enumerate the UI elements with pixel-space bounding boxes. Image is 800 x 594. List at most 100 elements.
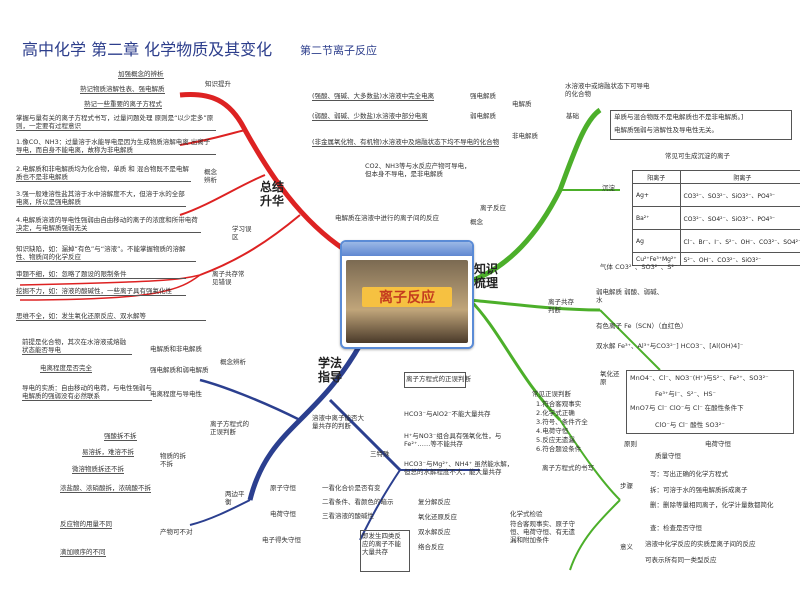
branch-method: 学法指导 xyxy=(318,356,343,384)
misc-0: 反应物的用量不同 xyxy=(60,520,112,529)
study-label: 学习误区 xyxy=(232,225,252,241)
precip-label: 沉淀 xyxy=(602,184,615,192)
cation-cell: Ag+ xyxy=(632,183,681,207)
tc-item-1: (弱酸、弱碱、少数盐)水溶液中部分电离 xyxy=(312,112,428,121)
stuff-0: 强酸拆不拆 xyxy=(104,432,137,441)
concept-node: 概念 xyxy=(470,218,483,226)
lt-item-3: 掌握与量有关的离子方程式书写，过量问题处理 原则是“以少定多”原则，一定要有过程… xyxy=(16,114,216,131)
both-1: 电荷守恒 xyxy=(270,510,296,518)
lb-right-0: 电解质和非电解质 xyxy=(150,345,202,353)
double-hydrolysis: 双水解 Fe³⁺、Al³⁺与CO3²⁻] HCO3⁻、[Al(OH)4]⁻ xyxy=(596,342,744,350)
notes-title: 离子方程式的正误判断 xyxy=(210,420,249,436)
center-label: 离子反应 xyxy=(379,290,435,306)
weak-item-2: HCO3⁻与Mg²⁺、NH4⁺ 虽然能水解，但总的水解程度不大，能大量共存 xyxy=(404,460,514,476)
page-subtitle: 第二节离子反应 xyxy=(300,44,377,57)
react-box xyxy=(360,530,410,572)
both-sides-label: 两边平衡 xyxy=(225,490,245,506)
meaning: 溶液中化学反应的实质是离子间的反应 xyxy=(645,540,756,548)
table-row: Ag Cl⁻、Br⁻、I⁻、S²⁻、OH⁻、CO3²⁻、SO4²⁻ xyxy=(632,229,800,253)
basis-note-2: 电解质强弱与溶解性及导电性无关。 xyxy=(614,126,718,134)
center-node: 离子反应 xyxy=(340,240,474,349)
check-label: 化学式检验 xyxy=(510,510,543,518)
step-1: 拆：可溶于水的强电解质拆成离子 xyxy=(650,486,748,494)
ion-eq-check: 离子方程式的正误判断 xyxy=(406,375,471,383)
center-node-header xyxy=(342,242,472,256)
stuff-3: 浓盐酸、浓硝酸拆，浓硫酸不拆 xyxy=(60,484,151,493)
misc-1: 滴加顺序的不同 xyxy=(60,548,106,557)
strong-electrolyte: 强电解质 xyxy=(470,92,496,100)
anion-cell: CO3²⁻、SO3²⁻、SiO3²⁻、PO4³⁻ xyxy=(679,183,800,207)
redox-label: 氧化还原 xyxy=(600,370,620,386)
react-1: 氧化还原反应 xyxy=(418,513,457,521)
error-5: 6.符合题设条件 xyxy=(536,445,582,453)
redox-row-0: MnO4⁻、Cl⁻、NO3⁻(H⁺)与S²⁻、Fe²⁺、SO3²⁻ xyxy=(630,374,769,382)
precip-table: 阳离子 阴离子 Ag+ CO3²⁻、SO3²⁻、SiO3²⁻、PO4³⁻ Ba²… xyxy=(632,170,800,266)
nonelectrolyte-label: 非电解质 xyxy=(512,132,538,140)
react-3: 络合反应 xyxy=(418,543,444,551)
react-2: 双水解反应 xyxy=(418,528,451,536)
cation-cell: Ba²⁺ xyxy=(632,206,681,230)
conc-label-bottom: 概念辨析 xyxy=(220,358,246,366)
mistake-0: 知识缺陷，如：漏掉“有色”与“溶液”。不能掌握物质的溶解性、物质间的化学反应 xyxy=(16,245,196,262)
mistake-3: 思维不全，如：发生氧化还原反应、双水解等 xyxy=(16,312,206,321)
coexist-label: 离子共存判断 xyxy=(548,298,574,314)
redox-row-1: Fe³⁺与I⁻、S²⁻、HS⁻ xyxy=(655,390,716,398)
error-2: 3.符号、条件齐全 xyxy=(536,418,588,426)
basis-note-1: 单质与混合物既不是电解质也不是非电解质。] xyxy=(614,113,744,121)
meaning-2: 可表示所有同一类型反应 xyxy=(645,556,717,564)
center-label-box: 离子反应 xyxy=(362,287,452,307)
lb-item-1: 电离程度是否完全 xyxy=(40,364,92,373)
definition: 电解质在溶液中进行的离子间的反应 xyxy=(335,214,439,222)
anion-cell: Cl⁻、Br⁻、I⁻、S²⁻、OH⁻、CO3²⁻、SO4²⁻ xyxy=(679,229,800,253)
lt-item-5: 2.电解质和非电解质均为化合物，单质 和 混合物既不是电解质也不是非电解质 xyxy=(16,165,191,182)
aq-label: 水溶液中或熔融状态下可导电的化合物 xyxy=(565,82,650,98)
redox-row-2: MnO7与 Cl⁻ ClO⁻与 Cl⁻ 在酸性条件下 xyxy=(630,404,744,412)
cation-cell: Ag xyxy=(632,229,681,253)
weak-item-0: HCO3⁻与AlO2⁻不能大量共存 xyxy=(404,410,491,418)
step-3: 查：检查是否守恒 xyxy=(650,524,702,532)
color-ions: 有色离子 Fe（SCN）（血红色） xyxy=(596,322,688,330)
mid-item-0: 一看化合价是否有变 xyxy=(322,484,381,492)
weak-electrolyte: 弱电解质 xyxy=(470,112,496,120)
lt-item-4: 1.像CO、NH3：过量溶于水能导电是因为生成物质溶解电离 出离子导电，而自身不… xyxy=(16,138,216,155)
knowledge-group: 知识提升 xyxy=(205,80,231,88)
basis-note-box xyxy=(610,110,792,140)
equation-label: 离子方程式的书写 xyxy=(542,464,594,472)
principle-1: 质量守恒 xyxy=(655,452,681,460)
electrolyte-label: 电解质 xyxy=(512,100,532,108)
lb-item-2: 导电的实质：自由移动的电荷，与电性强弱与电解质的强弱没有必然联系 xyxy=(22,384,152,401)
error-4: 5.反应无遗漏 xyxy=(536,436,575,444)
cation-cell: Cu²⁺Fe³⁺Mg²⁺ xyxy=(632,252,681,266)
weak-item-1: H⁺与NO3⁻组合具有强氧化性，与Fe²⁺……等不能共存 xyxy=(404,432,502,448)
steps-label: 步骤 xyxy=(620,482,633,490)
lt-item-0: 加强概念的辨析 xyxy=(118,70,164,79)
lt-item-6: 3.强一般难溶性盐其溶于水中溶解度不大，但溶于水的全部电离，所以是强电解质 xyxy=(16,190,186,207)
branch-knowledge: 知识梳理 xyxy=(474,262,499,290)
mid-item-1: 二看条件、看颜色的暗示 xyxy=(322,498,394,506)
page-title: 高中化学 第二章 化学物质及其变化 xyxy=(22,40,273,59)
practice-label: 溶液中离子能否大量共存的判断 xyxy=(312,414,364,430)
table-row: Cu²⁺Fe³⁺Mg²⁺ S²⁻、OH⁻、CO3²⁻、SiO3²⁻ xyxy=(632,252,800,266)
redox-box xyxy=(626,370,794,434)
lt-item-1: 熟记物质溶解性表、强电解质 xyxy=(80,85,165,94)
both-2: 电子得失守恒 xyxy=(262,536,301,544)
precip-col-anion: 阴离子 xyxy=(679,170,800,184)
both-0: 原子守恒 xyxy=(270,484,296,492)
mistake-2: 挖掘不力，如：溶液的酸碱性，一些离子具有强氧化性 xyxy=(16,287,186,296)
notes-0: 物质的拆不拆 xyxy=(160,452,186,468)
mistakes-label: 离子共存常见错误 xyxy=(212,270,245,286)
step-0: 写：写出正确的化学方程式 xyxy=(650,470,728,478)
anion-cell: CO3²⁻、SO4²⁻、SiO3²⁻、PO4³⁻ xyxy=(679,206,800,230)
table-row: Ba²⁺ CO3²⁻、SO4²⁻、SiO3²⁻、PO4³⁻ xyxy=(632,206,800,230)
weak-label: 三特殊 xyxy=(370,450,390,458)
react-0: 复分解反应 xyxy=(418,498,451,506)
tc-item-0: (强酸、强碱、大多数盐)水溶液中完全电离 xyxy=(312,92,435,101)
lt-item-7: 4.电解质溶液的导电性强弱由自由移动的离子的浓度和所带电荷决定，与电解质强弱无关 xyxy=(16,216,201,233)
mid-item-2: 三看溶液的酸碱性 xyxy=(322,512,374,520)
concept-label: 概念辨析 xyxy=(204,168,217,184)
error-1: 2.化学式正确 xyxy=(536,409,575,417)
lt-item-2: 熟记一些重要的离子方程式 xyxy=(84,100,162,109)
principle-label: 原则 xyxy=(624,440,637,448)
ion-reaction-label: 离子反应 xyxy=(480,204,506,212)
